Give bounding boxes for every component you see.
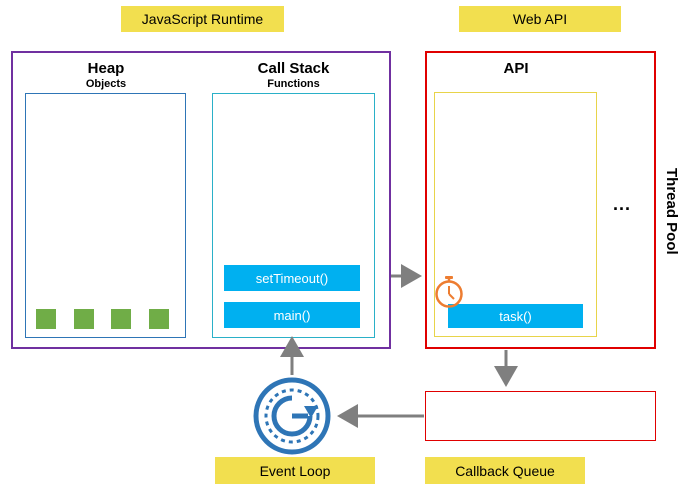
heap-object — [74, 309, 94, 329]
heap-object — [36, 309, 56, 329]
api-box — [434, 92, 597, 337]
javascript-runtime-frame — [11, 51, 391, 349]
callback-queue-box — [425, 391, 656, 441]
javascript-runtime-label: JavaScript Runtime — [121, 6, 284, 32]
heap-object — [111, 309, 131, 329]
heap-subtitle: Objects — [85, 78, 127, 90]
web-api-frame — [425, 51, 656, 349]
stack-frame-main: main() — [224, 302, 360, 328]
heap-title: Heap — [87, 60, 125, 77]
ellipsis: ... — [612, 194, 631, 214]
heap-object — [149, 309, 169, 329]
task-item: task() — [448, 304, 583, 328]
api-title: API — [503, 60, 529, 77]
event-loop-label: Event Loop — [215, 457, 375, 484]
heap-box — [25, 93, 186, 338]
call-stack-title: Call Stack — [257, 60, 330, 77]
thread-pool-label: Thread Pool — [663, 168, 680, 255]
stack-frame-settimeout: setTimeout() — [224, 265, 360, 291]
web-api-label: Web API — [459, 6, 621, 32]
timer-icon — [435, 276, 463, 308]
event-loop-icon — [253, 377, 331, 455]
callback-queue-label: Callback Queue — [425, 457, 585, 484]
call-stack-subtitle: Functions — [267, 78, 320, 90]
